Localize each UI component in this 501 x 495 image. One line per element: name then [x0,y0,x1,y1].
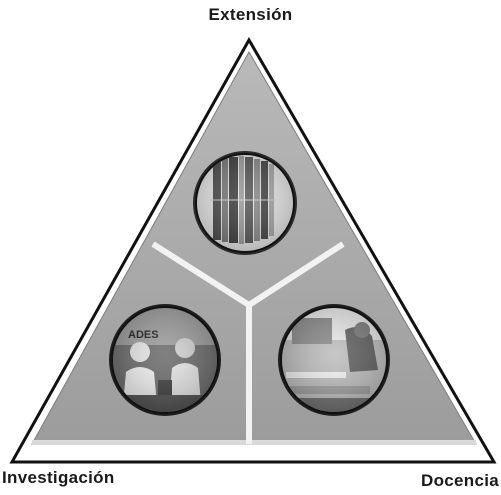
label-extension: Extensión [0,5,501,25]
base-strip [32,440,476,445]
label-teaching: Docencia [421,471,499,491]
library-bookshelf-photo [193,151,297,255]
label-investigation: Investigación [2,468,115,488]
researchers-lab-photo: ADES [109,304,221,416]
